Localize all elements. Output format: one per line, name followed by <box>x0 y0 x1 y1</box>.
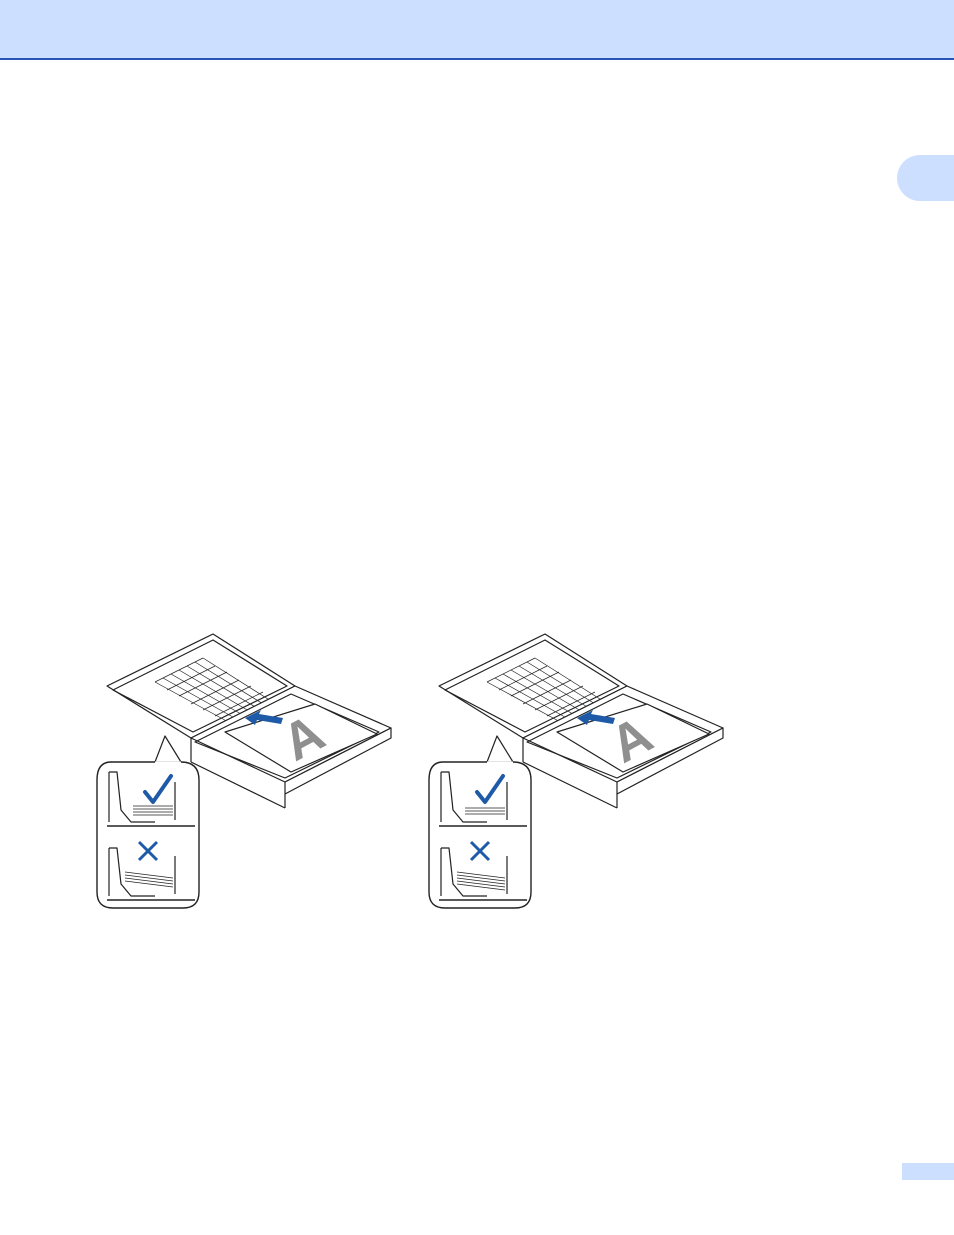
tray-illustration-right: A <box>427 632 727 910</box>
tray-illustration-left: A <box>95 632 395 910</box>
page-number-tab <box>902 1163 954 1180</box>
header-band <box>0 0 954 60</box>
chapter-tab <box>897 155 954 201</box>
